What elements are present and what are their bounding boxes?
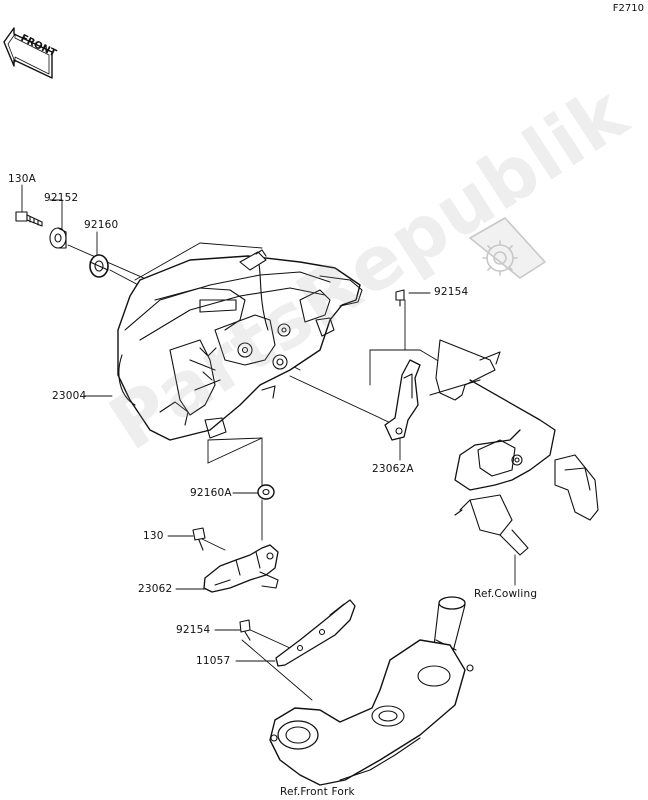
bracket-23062a <box>384 359 421 441</box>
collar-92152 <box>49 227 67 249</box>
bolt-92154-top <box>395 289 405 307</box>
steering-stem-bracket <box>269 596 474 786</box>
callout-92160a: 92160A <box>190 487 232 499</box>
callout-130a: 130A <box>8 173 37 185</box>
callout-130: 130 <box>143 530 164 542</box>
gear-icon <box>469 217 546 279</box>
callout-23062: 23062 <box>138 583 173 595</box>
grommet-92160a <box>257 484 275 500</box>
cowling-stay <box>429 339 599 556</box>
headlight-assembly <box>117 249 363 441</box>
callout-11057: 11057 <box>196 655 231 667</box>
bracket-11057 <box>275 599 356 667</box>
callout-92160: 92160 <box>84 219 119 231</box>
figure-code: F2710 <box>612 3 644 14</box>
grommet-92160 <box>89 254 109 278</box>
bracket-23062 <box>203 544 279 593</box>
bolt-130 <box>192 527 206 551</box>
callout-23004: 23004 <box>52 390 87 402</box>
callout-23062a: 23062A <box>372 463 414 475</box>
bolt-92154-bottom <box>239 619 251 641</box>
callout-92154-top: 92154 <box>434 286 469 298</box>
callout-92154-bottom: 92154 <box>176 624 211 636</box>
callout-92152: 92152 <box>44 192 79 204</box>
ref-front-fork-label: Ref.Front Fork <box>280 786 355 798</box>
bolt-130a <box>15 211 43 227</box>
ref-cowling-label: Ref.Cowling <box>474 588 538 600</box>
front-arrow-icon: FRONT <box>3 27 58 79</box>
